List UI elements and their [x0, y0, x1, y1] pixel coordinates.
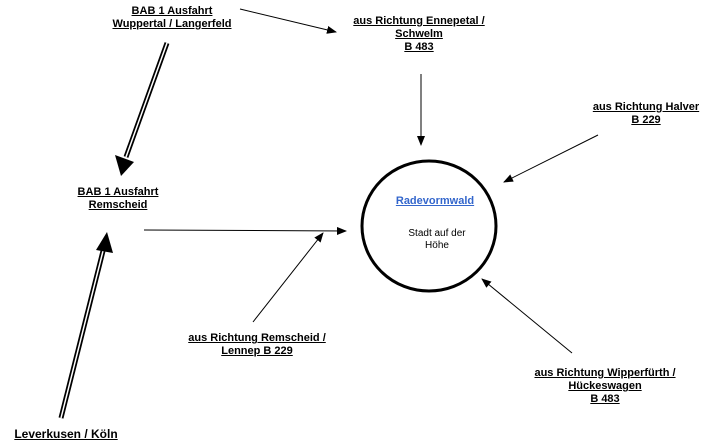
arrow-bab1-to-ennepetal — [239, 8, 337, 34]
arrow-lennep-to-city — [252, 232, 324, 323]
label-ennepetal: aus Richtung Ennepetal / Schwelm B 483 — [353, 15, 485, 53]
label-bab1-wuppertal: BAB 1 Ausfahrt Wuppertal / Langerfeld — [112, 5, 232, 30]
label-remscheid-lennep: aus Richtung Remscheid / Lennep B 229 — [188, 332, 326, 357]
label-halver: aus Richtung Halver B 229 — [592, 101, 700, 126]
city-subtitle: Stadt auf der Höhe — [408, 228, 466, 251]
arrow-halver-to-city — [503, 134, 599, 183]
label-bab1-remscheid: BAB 1 Ausfahrt Remscheid — [77, 186, 159, 211]
arrow-wuppertal-to-remscheid — [115, 42, 170, 176]
city-name-link[interactable]: Radevormwald — [395, 195, 475, 207]
label-wipperfuerth: aus Richtung Wipperfürth / Hückeswagen B… — [534, 367, 676, 405]
label-leverkusen: Leverkusen / Köln — [14, 427, 118, 441]
arrow-wipperfuerth-to-city — [481, 278, 573, 354]
arrow-remscheid-to-city — [143, 226, 347, 235]
arrow-leverkusen-to-remscheid — [58, 232, 113, 419]
city-circle — [360, 159, 498, 293]
